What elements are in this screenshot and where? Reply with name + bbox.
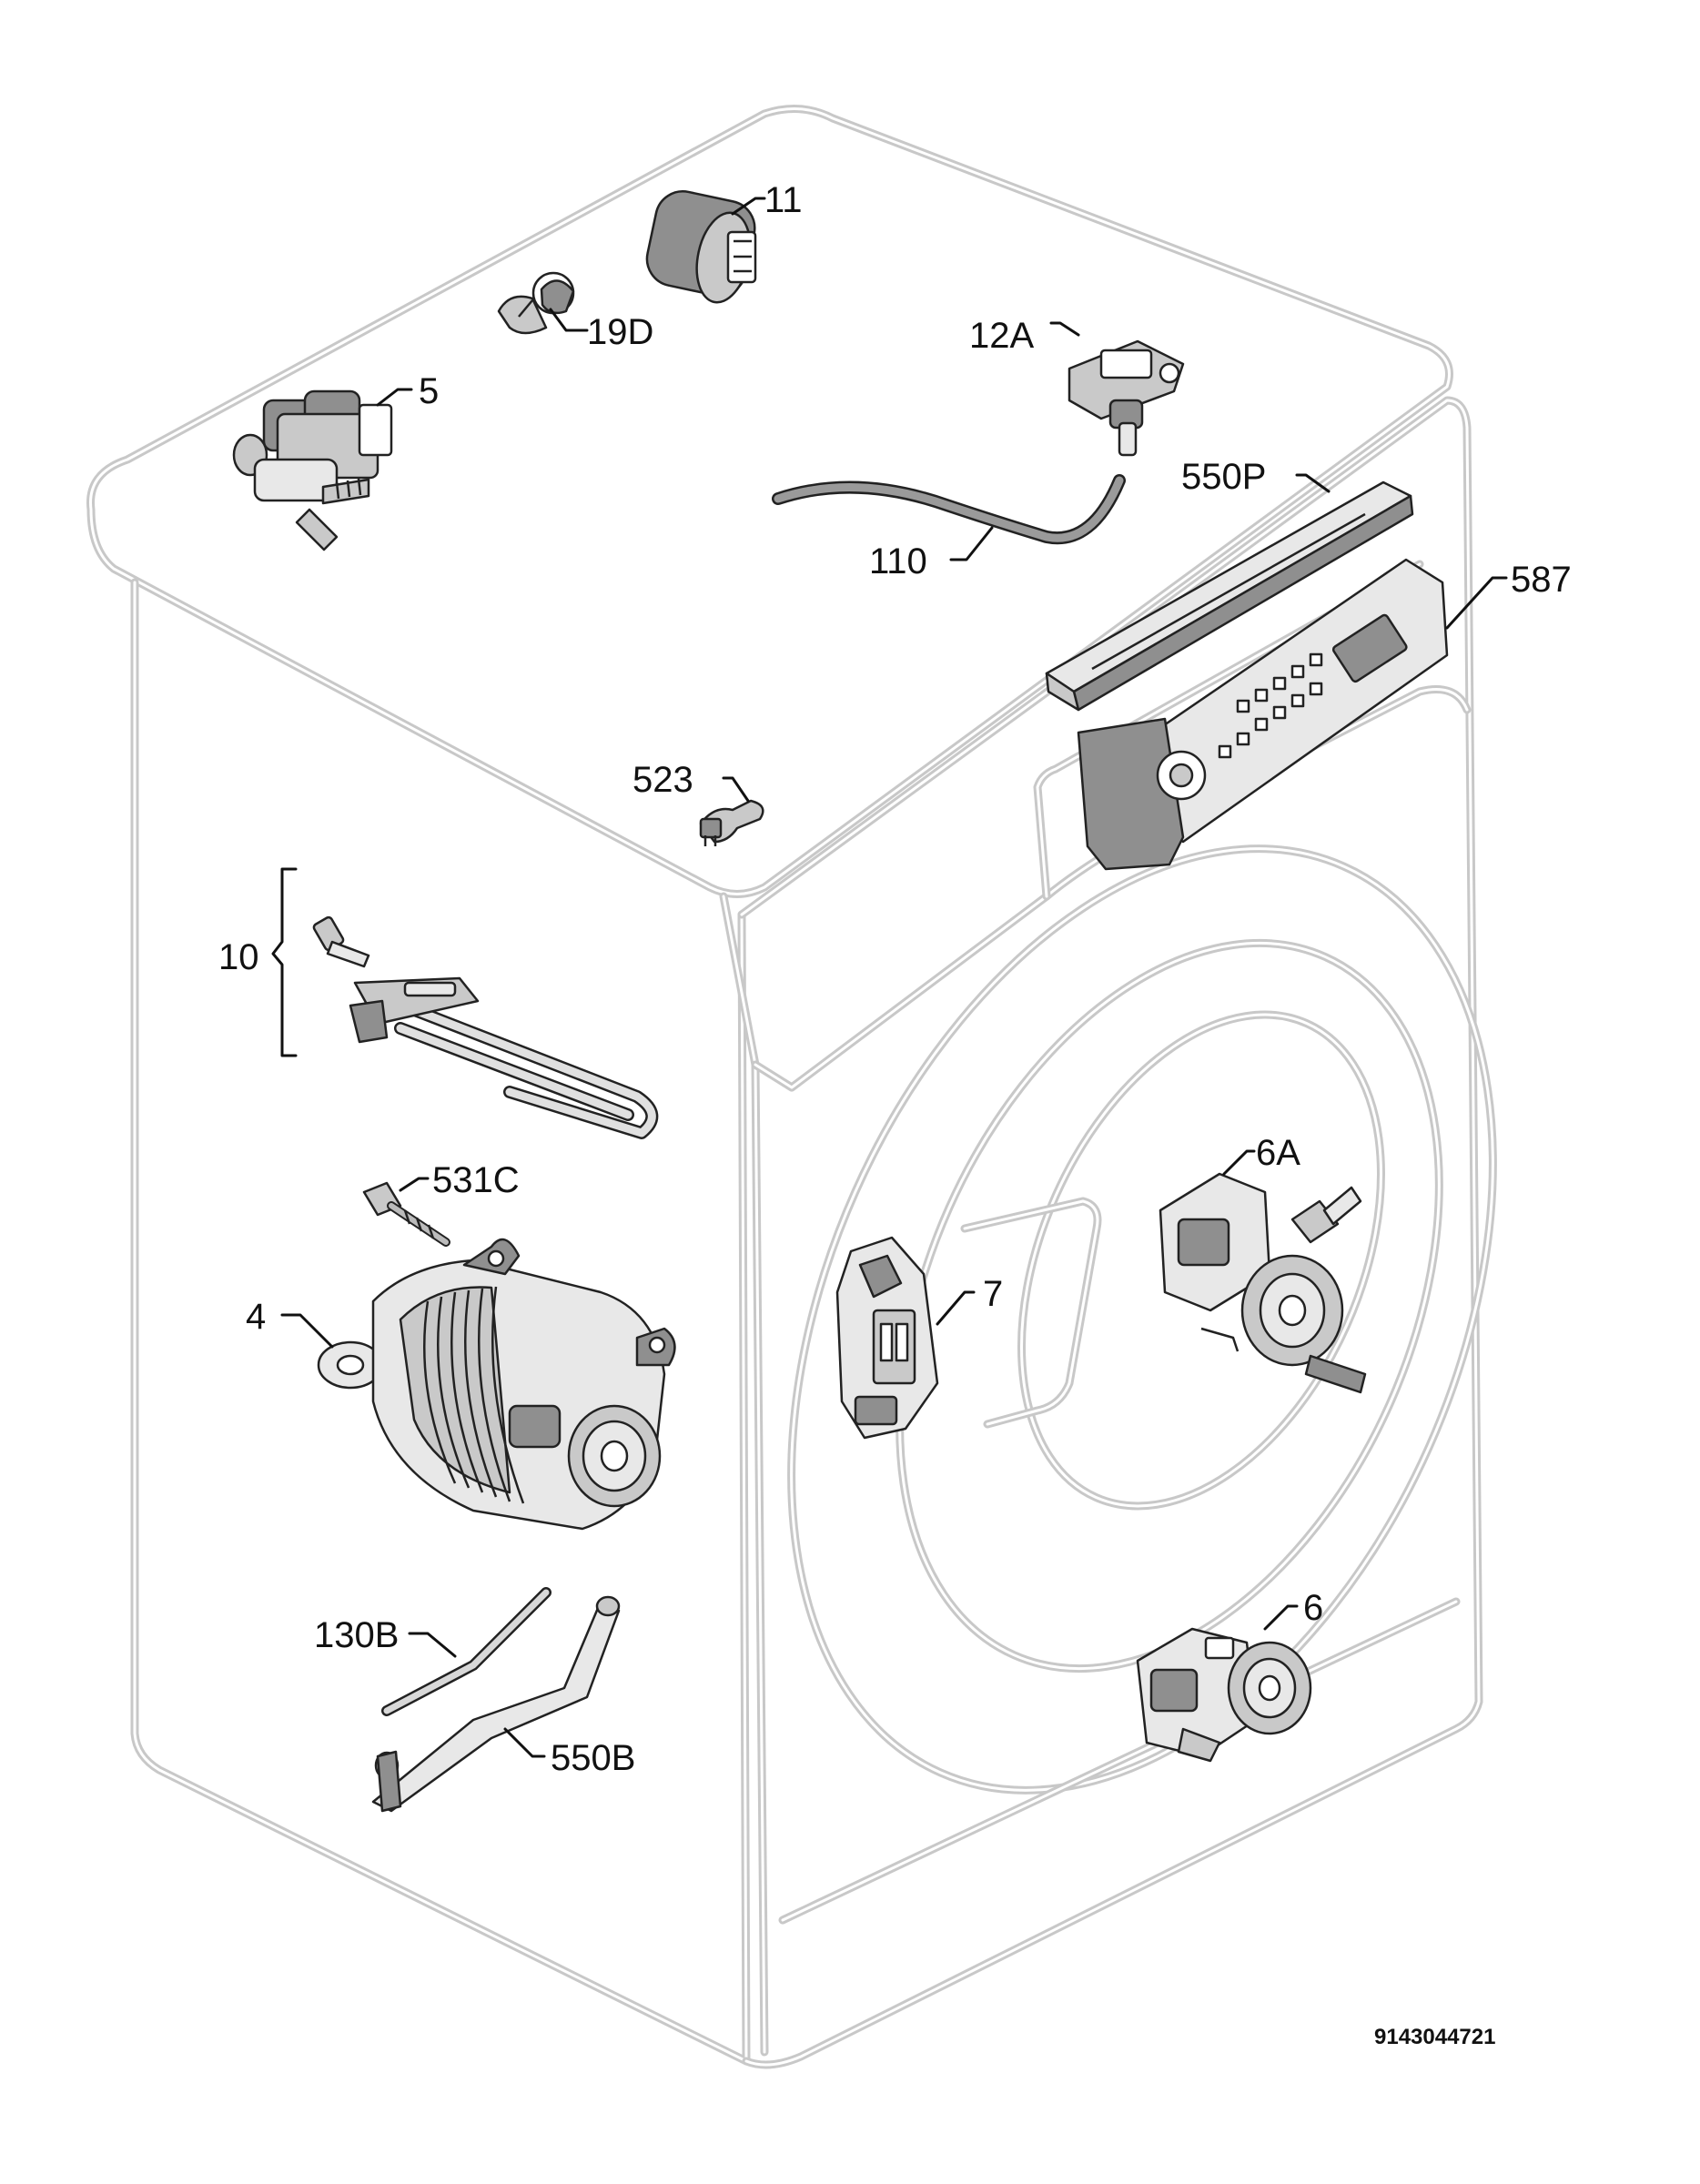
label-587: 587: [1511, 560, 1572, 600]
leader-12a: [1049, 321, 1080, 337]
leader-110: [949, 526, 994, 561]
label-12a: 12A: [969, 316, 1034, 356]
drain-pump-6: [1136, 1627, 1312, 1763]
label-19d: 19D: [587, 312, 653, 352]
label-11: 11: [764, 180, 803, 220]
part-19d: 19D: [497, 271, 653, 352]
clip-19d: [497, 271, 575, 335]
label-6: 6: [1303, 1588, 1323, 1628]
seal-strip-130b: [381, 1587, 551, 1716]
leader-130b: [408, 1632, 457, 1658]
part-12a: 12A: [969, 316, 1185, 457]
leader-6a: [1222, 1149, 1256, 1176]
leader-7: [936, 1290, 976, 1326]
part-110: 110: [772, 474, 1126, 581]
part-531c: 531C: [362, 1160, 520, 1247]
part-6: 6: [1136, 1588, 1323, 1763]
bracket-10: [271, 867, 298, 1057]
leader-550p: [1295, 473, 1331, 493]
cabinet-outline: [86, 105, 1497, 2069]
inlet-valve: [232, 389, 393, 551]
label-7: 7: [983, 1274, 1003, 1314]
label-4: 4: [246, 1297, 266, 1337]
label-10: 10: [218, 937, 259, 977]
part-10: 10: [218, 867, 659, 1139]
door-interlock: [835, 1236, 939, 1440]
label-6a: 6A: [1256, 1133, 1300, 1173]
document-number: 9143044721: [1374, 2025, 1495, 2049]
part-130b: 130B: [314, 1587, 551, 1716]
label-550p: 550P: [1181, 457, 1266, 497]
clip-523: [699, 799, 764, 846]
part-587: 587: [1077, 558, 1572, 871]
drain-pump-6a: [1159, 1172, 1367, 1394]
leader-523: [722, 776, 750, 803]
leader-6: [1263, 1604, 1299, 1631]
part-523: 523: [632, 760, 764, 846]
label-550b: 550B: [551, 1738, 635, 1778]
heating-element: [349, 976, 659, 1139]
leader-4: [280, 1313, 334, 1349]
leader-550b: [503, 1727, 546, 1758]
label-110: 110: [869, 541, 927, 581]
bottom-profile-550b: [371, 1595, 621, 1813]
part-11: 11: [645, 180, 803, 304]
label-130b: 130B: [314, 1615, 399, 1655]
part-6a: 6A: [1159, 1133, 1367, 1394]
leader-11: [731, 197, 766, 216]
label-5: 5: [419, 371, 439, 411]
label-523: 523: [632, 760, 693, 800]
top-profile-rail: [1045, 480, 1414, 712]
ntc-sensor: [312, 915, 370, 968]
part-4: 4: [246, 1238, 676, 1531]
electronic-control-module: [1077, 558, 1449, 871]
pressure-switch: [1068, 339, 1185, 457]
label-531c: 531C: [432, 1160, 520, 1200]
screw-531c: [362, 1181, 450, 1247]
leader-531c: [399, 1177, 430, 1192]
leader-587: [1445, 576, 1508, 630]
leader-19d: [549, 308, 589, 332]
part-5: 5: [232, 371, 439, 551]
board-buttons: [1218, 652, 1323, 759]
part-7: 7: [835, 1236, 1003, 1440]
motor-windings: [423, 1286, 525, 1504]
leader-5: [376, 388, 413, 407]
part-550p: 550P: [1045, 457, 1414, 712]
part-550b: 550B: [371, 1595, 635, 1813]
drive-motor: [317, 1238, 676, 1531]
noise-filter-capacitor: [645, 190, 757, 304]
